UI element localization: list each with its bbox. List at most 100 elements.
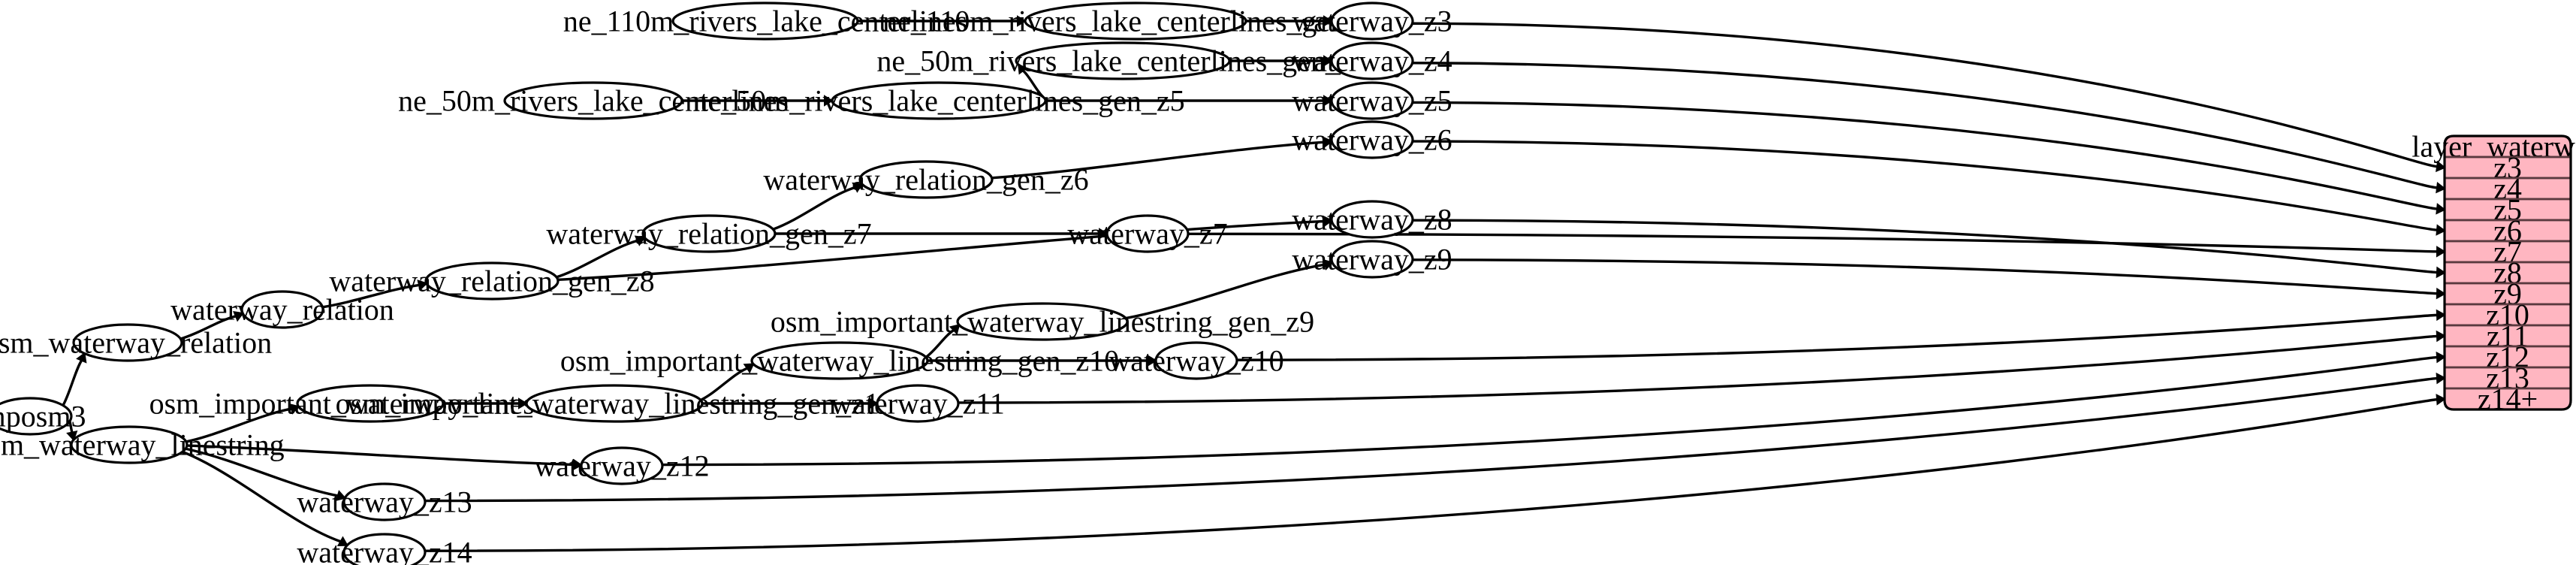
graph-edge-waterway_z3-to-layer_z3 [1412,22,2438,168]
graph-edge-waterway_z6-to-layer_z6 [1412,140,2438,231]
arrow-head-icon [2436,181,2446,194]
legend-row-z7[interactable] [2443,240,2572,264]
node-ellipse [858,160,994,199]
arrow-head-icon [2436,394,2446,406]
node-ellipse [1330,200,1414,239]
legend-row-z4[interactable] [2443,177,2572,201]
node-ellipse [525,384,704,423]
arrow-head-icon [1323,258,1334,270]
graph-edge-waterway_z10-to-layer_z10 [1236,313,2438,361]
node-ellipse [342,482,427,521]
node-ellipse [0,397,73,436]
arrow-head-icon [2436,203,2446,215]
graph-node-waterway_relation_gen_z6[interactable]: waterway_relation_gen_z6 [763,160,1089,199]
arrow-head-icon [869,397,879,409]
node-ellipse [1330,120,1414,159]
legend-row-z3[interactable] [2443,156,2572,180]
arrow-head-icon [233,311,244,322]
arrow-head-icon [634,235,646,246]
graph-edge-imposm3-to-osm_waterway_relation [62,359,83,406]
node-ellipse [72,323,183,362]
legend-row-z14+[interactable] [2443,387,2572,411]
graph-edge-osm_waterway_relation-to-waterway_relation [179,315,237,340]
node-ellipse [956,302,1129,341]
arrow-head-icon [518,397,528,409]
graph-edge-osm_important_waterway_linestring_gen_z10-to-osm_important_waterway_linestring_gen_z9 [925,329,955,358]
legend-row-z5[interactable] [2443,198,2572,222]
graph-node-waterway_z6[interactable]: waterway_z6 [1292,120,1452,159]
legend-row-z9[interactable] [2443,282,2572,306]
graph-edge-osm_important_waterway_linestring_gen_z9-to-waterway_z9 [1125,263,1326,320]
graph-edge-waterway_z4-to-layer_z4 [1412,62,2438,189]
legend-outline [2443,134,2572,411]
arrow-head-icon [417,279,428,292]
node-ellipse [1154,341,1238,380]
legend-row-z10[interactable] [2443,303,2572,327]
graph-edge-osm_waterway_linestring-to-waterway_z12 [186,444,575,467]
node-ellipse [424,261,560,301]
arrow-head-icon [2436,309,2446,322]
node-ellipse [296,384,445,423]
graph-node-waterway_z14[interactable]: waterway_z14 [297,533,472,565]
node-ellipse [1330,2,1414,41]
arrow-head-icon [1323,15,1333,27]
graph-edge-osm_waterway_linestring-to-waterway_z13 [185,447,339,497]
node-ellipse [876,384,960,423]
arrow-head-icon [2436,330,2446,343]
node-ellipse [1024,2,1247,41]
graph-edge-waterway_relation_gen_z8-to-waterway_relation_gen_z7 [556,239,638,279]
legend-row-z13[interactable] [2443,366,2572,390]
graph-edge-waterway_z5-to-layer_z5 [1412,101,2438,210]
graph-edge-osm_important_waterway_linestring_gen_z11-to-osm_important_waterway_linestring_gen_z10 [700,367,748,402]
graph-edge-waterway_z8-to-layer_z8 [1412,219,2438,274]
graph-edge-waterway_relation_gen_z8-to-waterway_z8 [557,219,1325,282]
arrow-head-icon [1148,355,1157,367]
graph-edge-waterway_z13-to-layer_z13 [424,376,2438,503]
arrow-head-icon [2436,246,2446,258]
node-ellipse [1330,41,1414,80]
graph-edge-waterway_relation_gen_z7-to-waterway_relation_gen_z6 [772,186,856,231]
graph-edge-waterway_z14-to-layer_z14+ [424,398,2438,552]
arrow-head-icon [1017,15,1027,27]
legend-row-z6[interactable] [2443,219,2572,243]
arrow-head-icon [335,490,347,501]
arrow-head-icon [2436,160,2446,173]
graph-edge-waterway_relation-to-waterway_relation_gen_z8 [322,283,420,309]
arrow-head-icon [2436,372,2446,385]
arrow-head-icon [2436,266,2446,279]
legend-row-z12[interactable] [2443,345,2572,369]
node-ellipse [503,81,683,120]
node-ellipse [342,533,427,565]
arrow-head-icon [336,536,348,547]
legend-row-z11[interactable] [2443,324,2572,348]
arrow-head-icon [2436,224,2446,236]
arrow-head-icon [1323,215,1334,228]
legend-row-z8[interactable] [2443,261,2572,285]
node-ellipse [580,446,664,485]
node-ellipse [1106,214,1190,253]
graph-edge-waterway_z12-to-layer_z12 [662,355,2438,467]
node-ellipse [240,290,324,329]
arrow-head-icon [76,352,87,364]
graph-node-osm_waterway_relation[interactable]: osm_waterway_relation [0,323,272,362]
arrow-head-icon [1323,95,1333,107]
graph-edge-waterway_z11-to-layer_z11 [958,334,2438,404]
graph-edge-osm_waterway_linestring-to-osm_important_waterway_linestring [186,407,292,443]
arrow-head-icon [949,324,961,335]
arrow-head-icon [824,95,834,107]
graph-node-imposm3[interactable]: imposm3 [0,397,86,436]
node-ellipse [671,2,859,41]
arrow-head-icon [852,182,864,193]
arrow-head-icon [2436,351,2446,364]
node-ellipse [831,81,1047,120]
legend-header-cell [2443,134,2572,159]
node-ellipse [70,425,189,464]
graph-edge-osm_waterway_linestring-to-waterway_z14 [182,450,342,543]
edges-layer [62,15,2446,552]
graph-node-osm_important_waterway_linestring_gen_z9[interactable]: osm_important_waterway_linestring_gen_z9 [771,302,1314,341]
node-ellipse [1330,240,1414,279]
arrow-head-icon [743,363,755,374]
graph-node-waterway_relation[interactable]: waterway_relation [170,290,394,329]
